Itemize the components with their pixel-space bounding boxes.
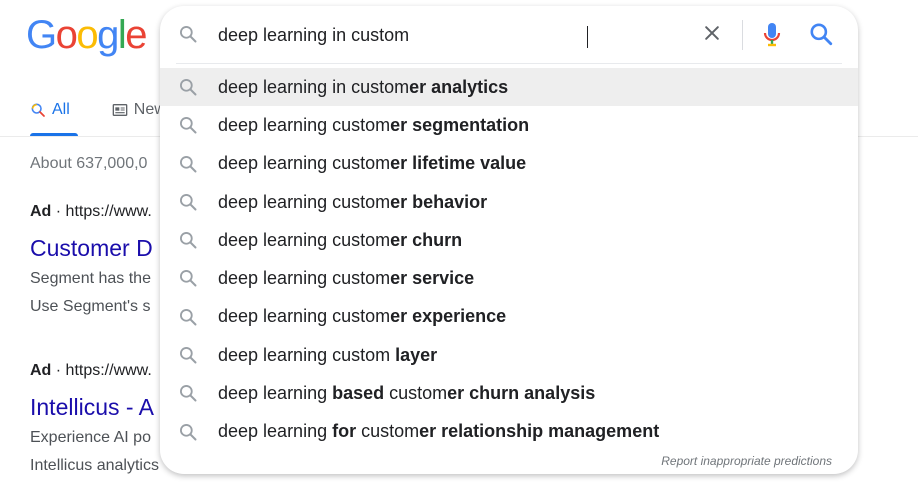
search-tabs: All New	[30, 98, 208, 122]
search-input[interactable]	[218, 20, 678, 50]
suggestion-completion: er lifetime value	[390, 153, 527, 174]
suggestion-prefix: custom	[384, 383, 448, 404]
suggestion-item[interactable]: deep learning customer lifetime value	[160, 145, 858, 183]
clear-search-button[interactable]	[700, 23, 724, 47]
logo-letter: o	[76, 13, 98, 57]
search-bar-divider	[742, 20, 743, 50]
suggestion-completion: er relationship management	[419, 421, 660, 442]
suggestion-prefix: deep learning custom	[218, 229, 391, 250]
ad-url[interactable]: https://www.	[65, 203, 152, 220]
search-autocomplete-popup: deep learning in customer analyticsdeep …	[160, 6, 858, 474]
tab-news[interactable]: New	[112, 98, 166, 122]
google-logo[interactable]: Google	[26, 12, 147, 58]
suggestion-prefix: deep learning custom	[218, 114, 391, 135]
suggestion-prefix: deep learning custom	[218, 153, 391, 174]
suggestion-item[interactable]: deep learning customer service	[160, 259, 858, 297]
search-icon	[30, 102, 46, 118]
report-predictions-link[interactable]: Report inappropriate predictions	[661, 454, 832, 468]
result-title[interactable]: Intellicus - A	[30, 394, 154, 420]
ad-label: Ad	[30, 203, 52, 220]
suggestion-completion: er segmentation	[390, 114, 530, 135]
suggestion-item[interactable]: deep learning based customer churn analy…	[160, 374, 858, 412]
voice-search-button[interactable]	[760, 21, 784, 54]
result-desc: Experience AI po	[30, 429, 151, 446]
logo-letter: l	[117, 13, 127, 57]
text-caret	[587, 26, 588, 48]
suggestion-prefix: deep learning custom	[218, 191, 391, 212]
search-icon	[178, 77, 198, 102]
ad-line: Ad · https://www.	[30, 362, 152, 379]
suggestion-completion: er experience	[390, 306, 507, 327]
suggestion-item[interactable]: deep learning customer experience	[160, 298, 858, 336]
suggestion-item[interactable]: deep learning for customer relationship …	[160, 413, 858, 451]
suggestion-text: deep learning customer experience	[218, 306, 506, 327]
search-icon	[178, 192, 198, 217]
logo-letter: o	[55, 13, 78, 57]
suggestion-text: deep learning customer segmentation	[218, 115, 529, 136]
search-icon	[178, 230, 198, 255]
search-submit-button[interactable]	[808, 21, 834, 52]
suggestion-text: deep learning custom layer	[218, 345, 437, 366]
microphone-icon	[760, 23, 784, 53]
suggestion-text: deep learning customer churn	[218, 230, 462, 251]
suggestion-prefix: deep learning in custom	[218, 76, 410, 97]
search-icon	[178, 383, 198, 408]
suggestion-completion: layer	[395, 344, 438, 365]
ad-label: Ad	[30, 362, 52, 379]
suggestion-text: deep learning customer service	[218, 268, 474, 289]
search-icon	[178, 115, 198, 140]
suggestion-prefix: custom	[356, 421, 420, 442]
active-tab-indicator	[30, 133, 78, 136]
search-icon	[178, 268, 198, 293]
search-icon	[178, 154, 198, 179]
suggestion-item[interactable]: deep learning in customer analytics	[160, 68, 858, 107]
suggestion-completion: er service	[390, 268, 475, 289]
suggestion-prefix: deep learning	[218, 383, 333, 404]
tab-news-label: New	[133, 101, 166, 118]
suggestion-text: deep learning for customer relationship …	[218, 421, 659, 442]
ad-url[interactable]: https://www.	[65, 362, 152, 379]
close-icon	[702, 23, 722, 48]
result-desc: Use Segment's s	[30, 298, 151, 315]
suggestion-prefix: deep learning custom	[218, 344, 396, 365]
ad-line: Ad · https://www.	[30, 203, 152, 220]
suggestion-completion: er churn	[390, 229, 463, 250]
suggestion-item[interactable]: deep learning custom layer	[160, 336, 858, 374]
suggestion-item[interactable]: deep learning customer churn	[160, 221, 858, 259]
news-icon	[112, 102, 128, 118]
suggestion-completion: er churn analysis	[447, 383, 596, 404]
results-count: About 637,000,0	[30, 155, 148, 172]
search-icon	[178, 307, 198, 332]
suggestion-completion: er behavior	[390, 191, 488, 212]
search-divider	[176, 63, 842, 64]
suggestion-text: deep learning in customer analytics	[218, 77, 508, 98]
result-desc: Segment has the	[30, 270, 151, 287]
logo-letter: G	[26, 13, 57, 57]
tab-all[interactable]: All	[30, 98, 70, 122]
search-bar	[160, 6, 858, 64]
suggestion-text: deep learning customer lifetime value	[218, 153, 526, 174]
search-icon	[178, 24, 198, 49]
suggestion-prefix: deep learning custom	[218, 268, 391, 289]
suggestion-text: deep learning based customer churn analy…	[218, 383, 595, 404]
suggestion-prefix: deep learning	[218, 421, 333, 442]
suggestion-completion: er analytics	[409, 76, 509, 97]
search-icon	[808, 23, 834, 51]
search-icon	[178, 345, 198, 370]
search-icon	[178, 422, 198, 447]
logo-letter: g	[97, 13, 119, 57]
result-title[interactable]: Customer D	[30, 235, 153, 261]
suggestion-completion: for	[332, 421, 357, 442]
suggestion-completion: based	[332, 383, 385, 404]
suggestion-prefix: deep learning custom	[218, 306, 391, 327]
suggestion-text: deep learning customer behavior	[218, 192, 487, 213]
logo-letter: e	[125, 13, 147, 57]
result-desc: Intellicus analytics	[30, 457, 159, 474]
suggestion-item[interactable]: deep learning customer segmentation	[160, 106, 858, 144]
suggestion-item[interactable]: deep learning customer behavior	[160, 183, 858, 221]
tab-all-label: All	[52, 101, 70, 118]
